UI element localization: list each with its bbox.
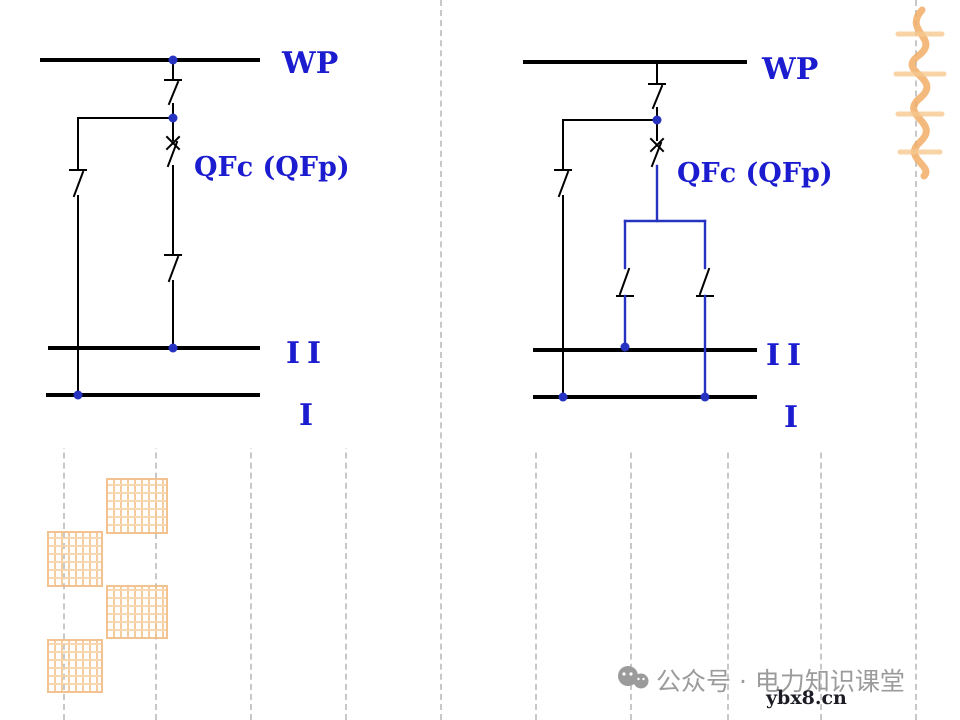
disconnector-blade <box>651 84 664 110</box>
right-circuit-nodes <box>558 115 710 402</box>
right-disconnector-bypass <box>554 169 572 198</box>
calligraphy-seal <box>893 6 947 180</box>
node-dot <box>652 115 662 125</box>
dashed-guide-line <box>915 0 917 720</box>
right-supply-label: WP <box>762 52 819 87</box>
disconnector-blade <box>618 267 631 296</box>
disconnector-blade <box>167 255 180 283</box>
right-circuit-wires <box>523 60 757 399</box>
left-diagram-background <box>28 0 356 448</box>
left-circuit-nodes <box>73 55 178 400</box>
disconnector-blade <box>72 170 85 198</box>
node-dot <box>168 113 178 123</box>
seal-stroke <box>893 31 947 155</box>
site-url-watermark: ybx8.cn <box>766 687 847 709</box>
left-circuit-breaker-qfc <box>165 135 181 168</box>
breaker-blade <box>650 141 663 168</box>
right-busbar-ii-label: II <box>766 338 809 373</box>
right-diagram-background <box>512 0 848 450</box>
left-circuit-wires <box>40 58 260 397</box>
seal-stamp-2 <box>47 531 103 587</box>
seal-stamp-1 <box>106 478 168 534</box>
node-dot <box>73 390 83 400</box>
left-busbar-i-label: I <box>299 398 314 433</box>
seal-stamp-4 <box>47 639 103 693</box>
node-dot <box>620 342 630 352</box>
left-disconnector-bypass <box>69 169 87 198</box>
breaker-cross <box>165 135 181 151</box>
wechat-bubble-large <box>618 666 638 686</box>
disconnector-blade <box>167 80 180 106</box>
breaker-cross <box>649 137 665 153</box>
left-busbar-ii-label: II <box>286 336 329 371</box>
wechat-bubble-small <box>633 673 649 689</box>
disconnector-blade <box>698 267 711 296</box>
node-dot <box>168 343 178 353</box>
right-breaker-label: QFc (QFp) <box>677 158 833 189</box>
node-dot <box>700 392 710 402</box>
right-disconnector-top <box>648 83 666 110</box>
right-circuit-breaker-qfc <box>649 137 665 168</box>
right-busbar-i-label: I <box>784 400 799 435</box>
breaker-blade <box>166 140 179 168</box>
left-supply-label: WP <box>282 46 339 81</box>
left-breaker-label: QFc (QFp) <box>194 152 350 183</box>
right-circuit-fork-highlight <box>623 164 707 399</box>
disconnector-blade <box>557 170 570 198</box>
node-dot <box>168 55 178 65</box>
left-disconnector-top <box>164 79 182 106</box>
wechat-icon <box>618 666 649 689</box>
left-disconnector-bottom <box>164 254 182 283</box>
node-dot <box>558 392 568 402</box>
seal-stamp-3 <box>106 585 168 639</box>
dashed-guide-line <box>440 0 442 720</box>
watermark-text: 公众号 · 电力知识课堂 <box>656 667 905 696</box>
